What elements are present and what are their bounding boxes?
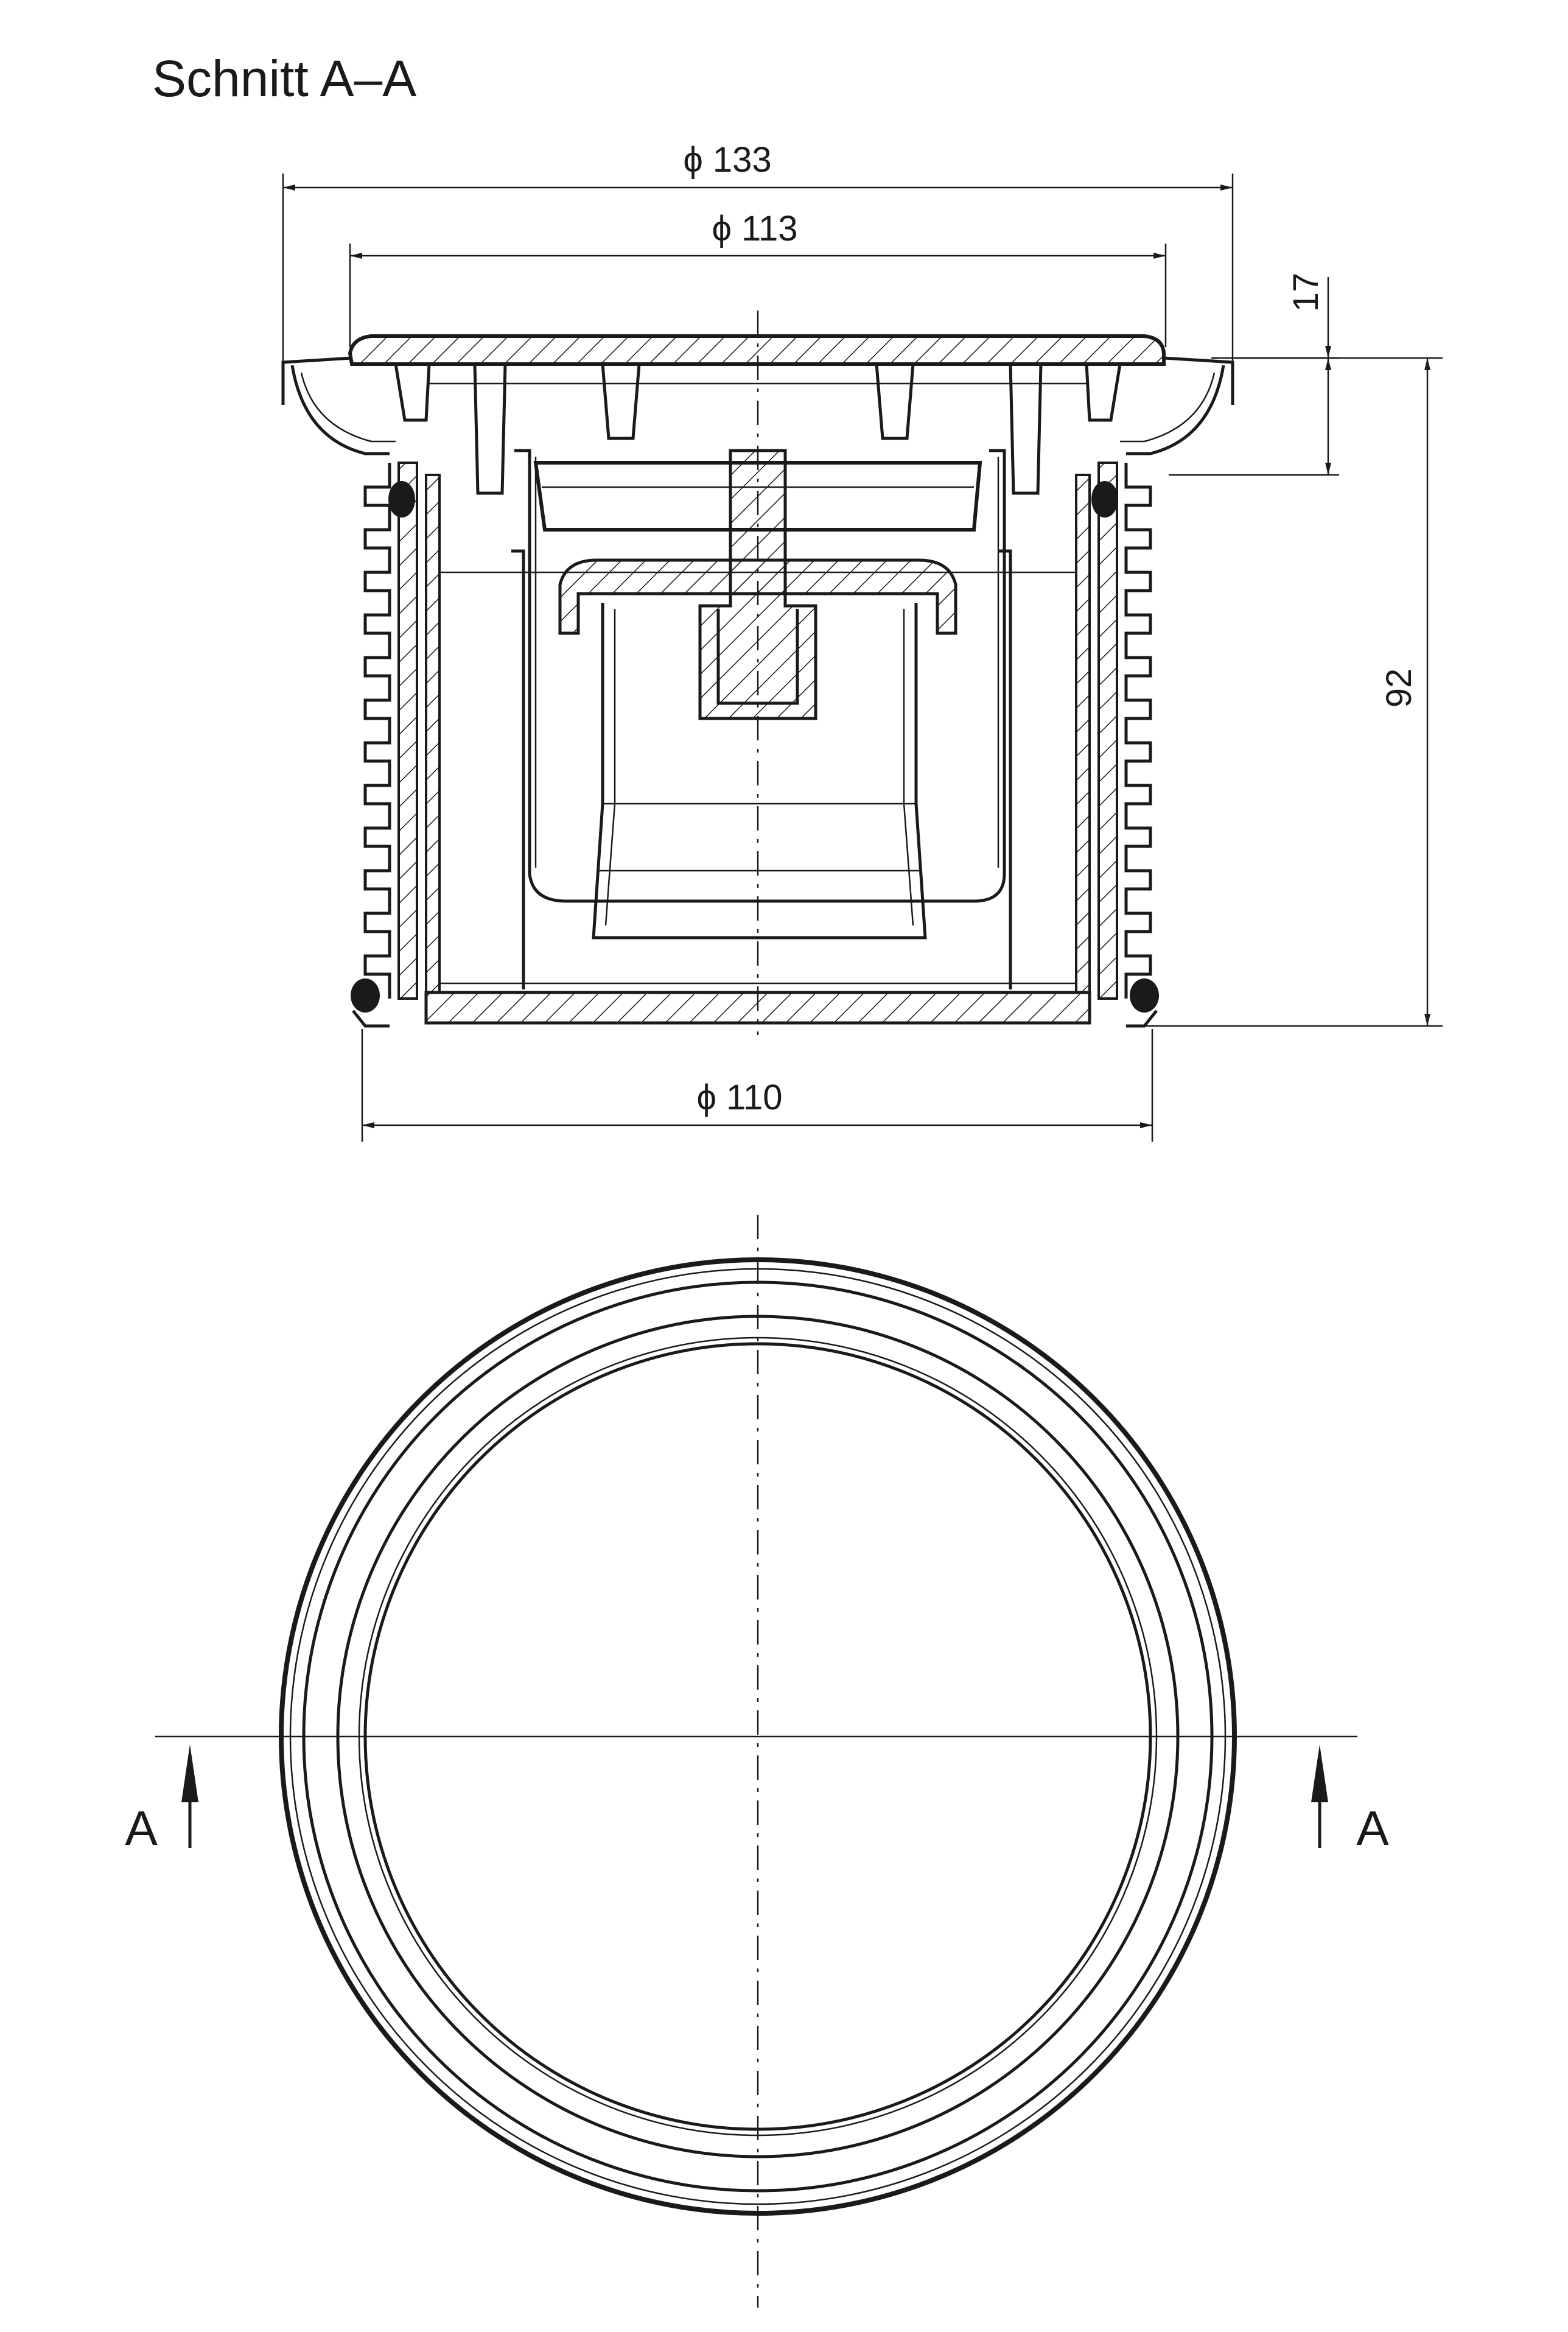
cover-outer-circle <box>302 1280 1214 2193</box>
section-marker-right: A <box>1311 1744 1389 1855</box>
dimension-d110: ϕ 110 <box>361 1029 1153 1142</box>
rim-inner-edge-circle <box>289 1268 1227 2205</box>
dimension-h92: 92 <box>1144 357 1443 1027</box>
top-view: A A <box>125 1215 1389 2308</box>
arrow-up-icon <box>1311 1744 1328 1802</box>
dim-label-d110: ϕ 110 <box>696 1078 782 1117</box>
cover-ribs <box>394 363 1122 495</box>
cover-grate <box>348 334 1166 366</box>
inner-body <box>424 474 1091 1025</box>
dim-label-h92: 92 <box>1379 669 1419 708</box>
dim-label-h17: 17 <box>1286 273 1326 312</box>
opening-inner-circle <box>363 1342 1152 2131</box>
trap-bell <box>511 449 1012 989</box>
lower-seals <box>351 978 1159 1028</box>
cover-inner-circle <box>336 1315 1180 2158</box>
frame-flange <box>281 356 1234 455</box>
section-view: ϕ 133 ϕ 113 17 92 ϕ 1 <box>281 140 1443 1142</box>
arrow-up-icon <box>181 1744 198 1802</box>
corrugated-pipe-wall <box>363 462 1152 1000</box>
section-marker-right-label: A <box>1356 1801 1389 1855</box>
section-marker-left-label: A <box>125 1801 158 1855</box>
dim-label-d133: ϕ 133 <box>683 140 771 180</box>
dim-label-d113: ϕ 113 <box>712 209 797 248</box>
dimension-d113: ϕ 113 <box>349 209 1167 347</box>
outer-rim-circle <box>279 1257 1237 2216</box>
opening-outer-circle <box>358 1336 1158 2137</box>
trap-cup-upper <box>533 461 982 532</box>
section-title: Schnitt A–A <box>152 50 416 107</box>
section-marker-left: A <box>125 1744 198 1855</box>
dimension-d133: ϕ 133 <box>282 140 1234 390</box>
dimension-h17: 17 <box>1169 273 1339 476</box>
